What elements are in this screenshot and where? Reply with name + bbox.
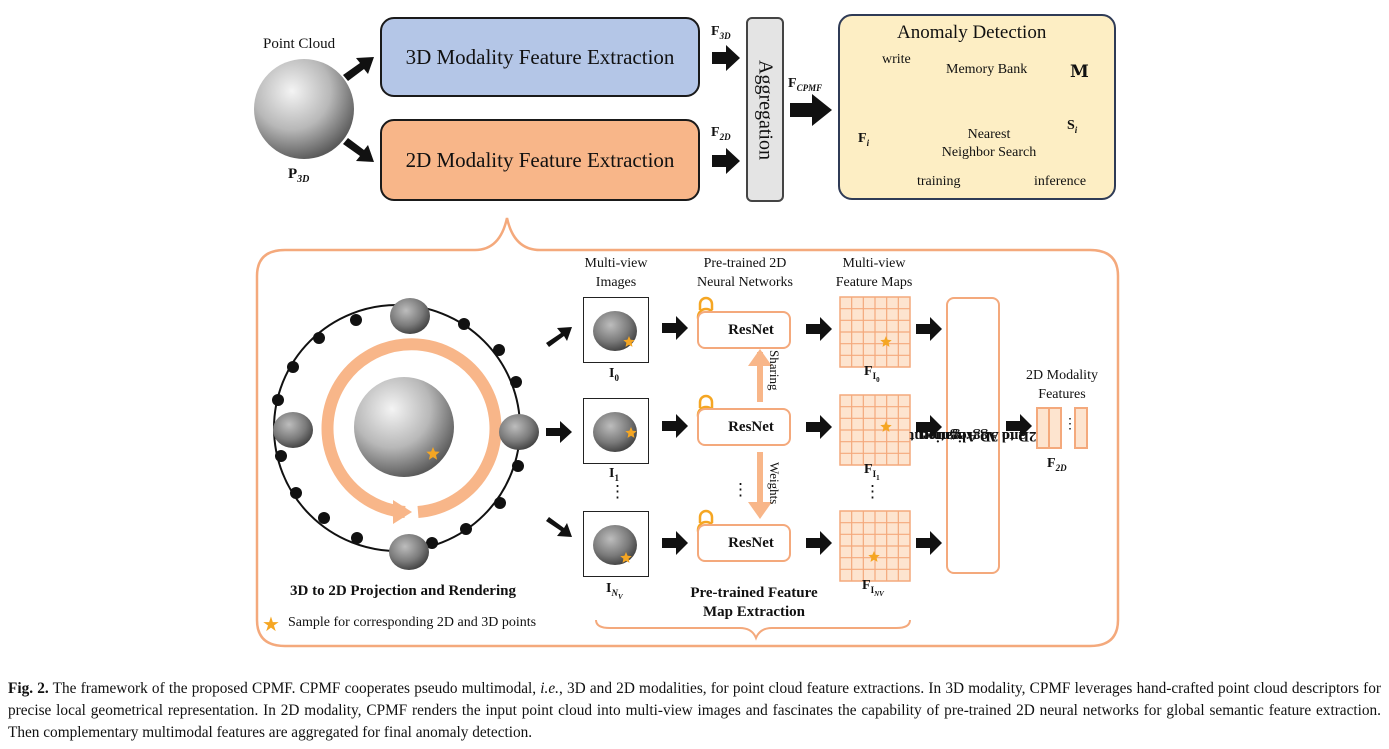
aggregation-label: Aggregation [754,59,777,160]
f2d-label: F2D [711,125,731,142]
extraction-brace [595,619,911,641]
in-label: INV [606,581,623,601]
fi-label: Fi [858,131,870,148]
arrow-to-3d [343,57,374,81]
image-box-i0 [583,297,649,363]
arrow-to-2d [343,138,374,162]
sharing-arrow-up [748,349,772,366]
fi0-label: FI0 [864,364,880,384]
star-legend-label: Sample for corresponding 2D and 3D point… [288,615,537,630]
images-ellipsis: ⋮ [609,482,626,501]
star-image-in [620,552,632,563]
memory-symbol: M [1070,62,1089,82]
feature-bar-n [1074,407,1088,449]
star-feature-map-2 [868,551,880,562]
sharing-label: Sharing [767,350,782,391]
write-label: write [882,52,911,67]
anomaly-title: Anomaly Detection [897,22,1047,43]
rock-view-bottom [389,534,429,570]
weights-arrow-down [748,502,772,519]
i0-label: I0 [609,366,619,383]
fmaps-ellipsis: ⋮ [864,482,881,501]
caption-ie: i.e. [540,680,559,697]
memory-bank-label: Memory Bank [946,62,1028,77]
resnet-box-0: ResNet [697,311,791,349]
rotation-arrowhead [393,500,412,524]
caption-text-1: The framework of the proposed CPMF. CPMF… [52,680,537,697]
point-cloud-sphere [254,59,354,159]
arrow-f2d [712,148,740,174]
legend-inference: inference [1034,174,1087,189]
arrow-to-2d-features [1006,414,1032,438]
weights-label: Weights [767,462,782,505]
rock-view-top [390,298,430,334]
fi1-label: FI1 [864,462,880,482]
fin-label: FINV [862,578,884,598]
center-sphere [354,377,454,477]
feature-bar-1 [1036,407,1050,449]
resnet-box-1: ResNet [697,408,791,446]
detail-container [255,217,1120,648]
star-feature-map-1 [880,421,892,432]
rock-view-right [499,414,539,450]
caption-label: Fig. 2. [8,680,49,697]
2d-modality-label: 2D Modality Feature Extraction [405,147,675,172]
features-ellipsis: ⋮ [1063,417,1077,432]
star-feature-map-0 [880,336,892,347]
feature-bar-2 [1048,407,1062,449]
aggregation-box: Aggregation [746,17,784,202]
point-cloud-label: Point Cloud [263,36,336,52]
legend-training: training [917,174,961,189]
rotation-arc [321,338,502,518]
2d-modality-box: 2D Modality Feature Extraction [380,119,700,201]
i1-label: I1 [609,466,619,483]
image-box-i1 [583,398,649,464]
projection-label: 3D to 2D Projection and Rendering [290,583,516,599]
caption-text-2: , 3D and 2D modalities, for point cloud … [8,680,1381,741]
resnet-ellipsis: ⋮ [732,480,749,499]
figure-caption: Fig. 2. The framework of the proposed CP… [8,678,1381,744]
star-image-i1 [625,427,637,438]
image-i1-content [593,412,637,452]
resnet-box-n: ResNet [697,524,791,562]
si-label: Si [1067,118,1078,135]
arrow-to-i0 [546,327,572,347]
arrow-f3d [712,45,740,71]
feature-map-grids [839,296,911,582]
star-image-i0 [623,336,635,347]
fcpmf-label: FCPMF [788,76,823,93]
p3d-label: P3D [288,166,310,185]
3d-modality-label: 3D Modality Feature Extraction [405,44,675,69]
3d-modality-box: 3D Modality Feature Extraction [380,17,700,97]
arrow-to-in [546,517,572,537]
star-legend-icon: ★ [262,614,280,636]
f3d-label: F3D [711,24,731,41]
arrow-to-i1 [546,421,572,443]
image-box-in [583,511,649,577]
rock-view-left [273,412,313,448]
anomaly-detection-panel [838,14,1116,200]
star-center-sphere [426,447,440,460]
arrow-fcpmf [790,94,832,126]
orbit-dots [272,314,524,549]
f2d-output-label: F2D [1047,456,1067,473]
